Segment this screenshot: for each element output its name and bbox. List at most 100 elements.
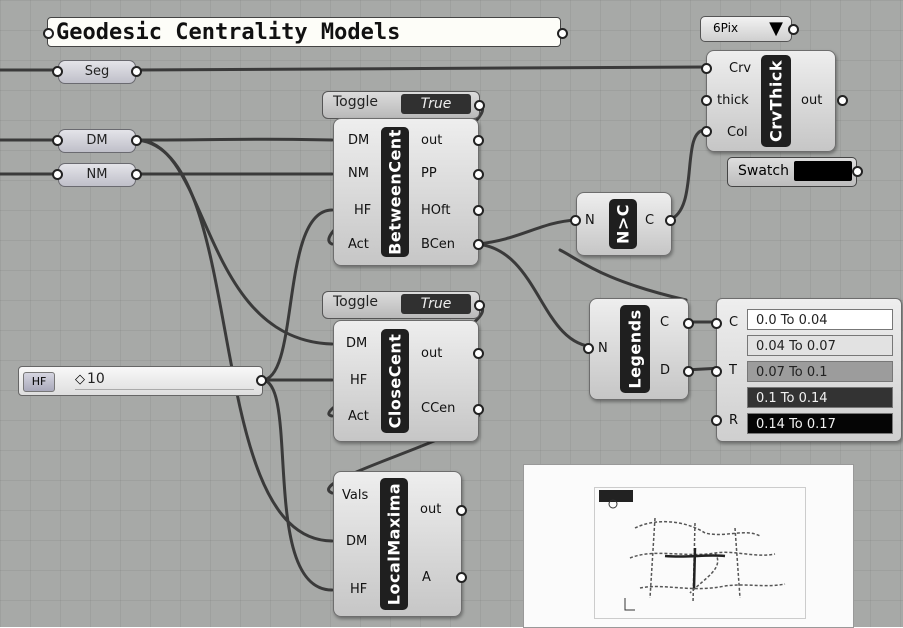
legends-output-c[interactable]: C bbox=[660, 315, 670, 330]
between-output-bcen[interactable]: BCen bbox=[421, 237, 456, 252]
component-closecent[interactable]: DM HF Act CloseCent out CCen bbox=[333, 320, 479, 442]
nc-core[interactable]: N>C bbox=[609, 199, 637, 249]
toggle-close-output-dot[interactable] bbox=[474, 300, 485, 311]
dropdown-output-dot[interactable] bbox=[788, 24, 799, 35]
param-dm[interactable]: DM bbox=[58, 129, 136, 153]
legends-input-n[interactable]: N bbox=[598, 341, 608, 356]
slider-name: HF bbox=[23, 372, 55, 392]
local-input-hf[interactable]: HF bbox=[350, 582, 368, 597]
local-output-out[interactable]: out bbox=[420, 502, 442, 517]
crvthick-in-dot-2[interactable] bbox=[701, 95, 712, 106]
component-nc[interactable]: N N>C C bbox=[576, 192, 672, 256]
legend-in-dot-r[interactable] bbox=[711, 415, 722, 426]
between-output-pp[interactable]: PP bbox=[421, 166, 437, 181]
legends-input-dot[interactable] bbox=[583, 343, 594, 354]
swatch-color[interactable] bbox=[794, 161, 852, 181]
wire-seg-crv bbox=[0, 65, 707, 72]
between-input-act[interactable]: Act bbox=[348, 237, 369, 252]
toggle-close[interactable]: Toggle True bbox=[322, 291, 480, 319]
local-core[interactable]: LocalMaxima bbox=[380, 478, 408, 610]
local-output-a[interactable]: A bbox=[422, 570, 431, 585]
toggle-between-value[interactable]: True bbox=[401, 94, 471, 114]
legend-port-c[interactable]: C bbox=[729, 315, 739, 330]
close-input-act[interactable]: Act bbox=[348, 409, 369, 424]
nc-output-c[interactable]: C bbox=[645, 213, 655, 228]
param-seg[interactable]: Seg bbox=[58, 60, 136, 84]
legend-port-r[interactable]: R bbox=[729, 413, 739, 428]
legends-output-d[interactable]: D bbox=[660, 363, 671, 378]
nc-input-n[interactable]: N bbox=[585, 213, 595, 228]
between-out-dot-1[interactable] bbox=[473, 135, 484, 146]
between-output-out[interactable]: out bbox=[421, 133, 443, 148]
seg-output-dot[interactable] bbox=[131, 66, 142, 77]
close-output-ccen[interactable]: CCen bbox=[421, 401, 456, 416]
component-legends[interactable]: N Legends C D bbox=[589, 298, 689, 400]
toggle-close-value[interactable]: True bbox=[401, 294, 471, 314]
between-out-dot-4[interactable] bbox=[473, 239, 484, 250]
close-output-out[interactable]: out bbox=[421, 346, 443, 361]
hf-number-slider[interactable]: HF ◇ 10 bbox=[18, 366, 263, 396]
toggle-between-label: Toggle bbox=[333, 94, 379, 110]
nc-output-dot[interactable] bbox=[665, 215, 676, 226]
local-out-dot-2[interactable] bbox=[456, 572, 467, 583]
close-core[interactable]: CloseCent bbox=[381, 329, 409, 433]
slider-track[interactable] bbox=[75, 389, 254, 390]
toggle-between-output-dot[interactable] bbox=[474, 100, 485, 111]
legends-output-dot-c[interactable] bbox=[683, 318, 694, 329]
chevron-down-icon[interactable]: ▼ bbox=[769, 18, 783, 39]
legend-row: 0.14 To 0.17 bbox=[747, 413, 893, 434]
slider-grip-icon[interactable]: ◇ bbox=[75, 372, 85, 387]
legends-core[interactable]: Legends bbox=[620, 305, 650, 393]
between-out-dot-2[interactable] bbox=[473, 169, 484, 180]
crvthick-in-dot-1[interactable] bbox=[701, 63, 712, 74]
close-out-dot-2[interactable] bbox=[473, 404, 484, 415]
group-title[interactable]: Geodesic Centrality Models bbox=[47, 17, 561, 47]
crvthick-output-out[interactable]: out bbox=[801, 93, 823, 108]
close-input-hf[interactable]: HF bbox=[350, 373, 368, 388]
slider-output-dot[interactable] bbox=[256, 375, 267, 386]
dm-output-dot[interactable] bbox=[131, 135, 142, 146]
crvthick-in-dot-3[interactable] bbox=[701, 126, 712, 137]
pixel-dropdown[interactable]: 6Pix ▼ bbox=[700, 16, 792, 42]
legend-port-t[interactable]: T bbox=[729, 363, 737, 378]
between-input-dm[interactable]: DM bbox=[348, 133, 370, 148]
toggle-between[interactable]: Toggle True bbox=[322, 91, 480, 119]
crvthick-input-col[interactable]: Col bbox=[727, 125, 748, 140]
between-core[interactable]: BetweenCent bbox=[381, 127, 409, 257]
legend-in-dot-t[interactable] bbox=[711, 366, 722, 377]
local-out-dot-1[interactable] bbox=[456, 505, 467, 516]
legends-output-dot-d[interactable] bbox=[683, 366, 694, 377]
between-out-dot-3[interactable] bbox=[473, 205, 484, 216]
nc-input-dot[interactable] bbox=[570, 215, 581, 226]
crvthick-out-dot[interactable] bbox=[837, 95, 848, 106]
component-crvthick[interactable]: Crv thick Col CrvThick out bbox=[706, 50, 836, 152]
param-nm[interactable]: NM bbox=[58, 163, 136, 187]
title-input-dot[interactable] bbox=[43, 28, 54, 39]
between-input-hf[interactable]: HF bbox=[354, 203, 372, 218]
crvthick-input-thick[interactable]: thick bbox=[717, 93, 749, 108]
colour-swatch[interactable]: Swatch bbox=[727, 157, 857, 187]
nm-output-dot[interactable] bbox=[131, 169, 142, 180]
close-input-dm[interactable]: DM bbox=[346, 336, 368, 351]
between-output-hoft[interactable]: HOft bbox=[421, 203, 451, 218]
dm-input-dot[interactable] bbox=[52, 135, 63, 146]
component-localmaxima[interactable]: Vals DM HF LocalMaxima out A bbox=[333, 471, 462, 617]
legend-row: 0.07 To 0.1 bbox=[747, 361, 893, 382]
close-out-dot-1[interactable] bbox=[473, 348, 484, 359]
local-input-dm[interactable]: DM bbox=[346, 534, 368, 549]
preview-network-map bbox=[608, 499, 786, 611]
legend-in-dot-c[interactable] bbox=[711, 318, 722, 329]
close-name: CloseCent bbox=[385, 333, 405, 429]
wire-nc-col bbox=[667, 128, 707, 222]
between-input-nm[interactable]: NM bbox=[348, 166, 369, 181]
title-output-dot[interactable] bbox=[557, 28, 568, 39]
component-betweencent[interactable]: DM NM HF Act BetweenCent out PP HOft BCe… bbox=[333, 118, 479, 266]
seg-input-dot[interactable] bbox=[52, 66, 63, 77]
swatch-output-dot[interactable] bbox=[852, 166, 863, 177]
nm-input-dot[interactable] bbox=[52, 169, 63, 180]
local-input-vals[interactable]: Vals bbox=[342, 488, 369, 503]
crvthick-core[interactable]: CrvThick bbox=[761, 55, 791, 147]
crvthick-input-crv[interactable]: Crv bbox=[729, 61, 752, 76]
